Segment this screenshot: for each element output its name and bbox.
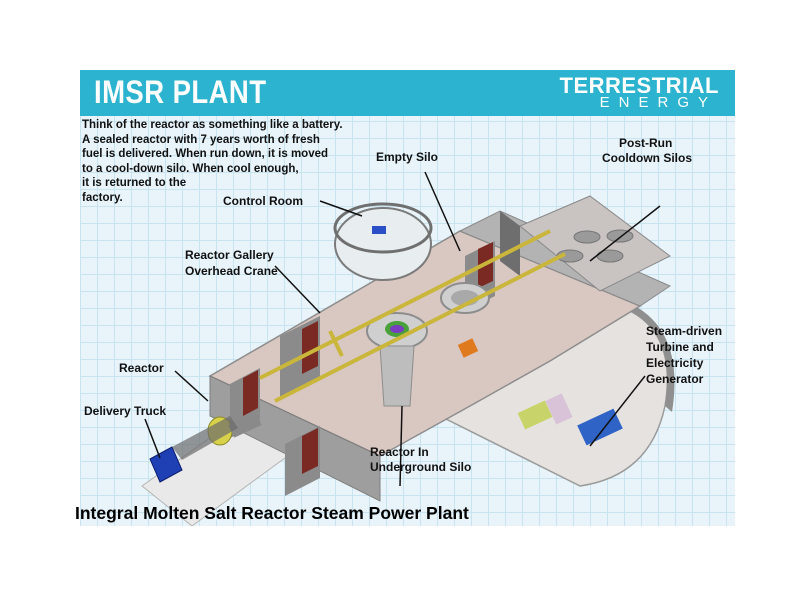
label-turbine-3: Electricity <box>646 356 704 370</box>
label-post-run-2: Cooldown Silos <box>602 151 692 165</box>
control-room-floor <box>334 207 432 281</box>
delivery-truck <box>149 446 183 483</box>
cooldown-silo-2 <box>606 229 634 243</box>
brand-logo-line1: TERRESTRIAL <box>559 73 719 98</box>
cooldown-room-floor <box>519 195 671 292</box>
plant-illustration <box>141 171 675 526</box>
door-1 <box>302 321 318 374</box>
control-console <box>372 226 386 234</box>
delivered-reactor-rig <box>228 412 262 438</box>
label-gallery-1: Reactor Gallery <box>185 248 274 262</box>
brand-logo-line2: ENERGY <box>599 94 717 111</box>
diagram-frame: IMSR PLANT TERRESTRIAL ENERGY <box>80 70 735 526</box>
label-empty-silo: Empty Silo <box>376 150 439 164</box>
leader-truck <box>144 418 161 459</box>
label-turbine-2: Turbine and <box>646 340 714 354</box>
crane-bridge <box>328 330 344 357</box>
crane-rail-1 <box>259 229 551 380</box>
label-silo-1: Reactor In <box>370 445 429 459</box>
header-bar: IMSR PLANT TERRESTRIAL ENERGY <box>80 70 735 116</box>
label-post-run-1: Post-Run <box>619 136 673 150</box>
turbine-hall-wall <box>600 294 675 412</box>
turbine-pipes <box>545 393 573 425</box>
label-gallery-2: Overhead Crane <box>185 264 278 278</box>
leader-reactor <box>174 370 209 402</box>
reactor-silo-shaft <box>379 345 415 407</box>
label-control-room: Control Room <box>223 194 303 208</box>
truck-trailer <box>172 416 238 460</box>
leader-post-run <box>589 205 661 262</box>
crane-rail-2 <box>274 252 566 403</box>
control-room-rim <box>333 202 433 254</box>
leader-silo <box>399 405 403 487</box>
label-delivery-truck: Delivery Truck <box>84 404 167 418</box>
label-turbine-1: Steam-driven <box>646 324 723 338</box>
label-reactor: Reactor <box>119 361 164 375</box>
cooldown-room-wall <box>500 211 520 276</box>
cooldown-silo-1 <box>573 230 601 244</box>
label-turbine-4: Generator <box>646 372 704 386</box>
turbine-equipment <box>517 400 553 430</box>
leader-gallery <box>274 265 321 314</box>
diagram-title: IMSR PLANT <box>94 74 267 110</box>
equipment-misc <box>457 338 479 358</box>
leader-control-room <box>319 200 363 217</box>
door-3 <box>302 428 318 474</box>
leader-turbine <box>589 375 646 447</box>
reactor-core-ring <box>390 325 404 333</box>
intro-paragraph: Think of the reactor as something like a… <box>82 119 343 204</box>
door-2 <box>243 370 258 416</box>
caption: Integral Molten Salt Reactor Steam Power… <box>75 503 469 523</box>
label-silo-2: Underground Silo <box>370 460 472 474</box>
leader-empty-silo <box>424 171 461 252</box>
